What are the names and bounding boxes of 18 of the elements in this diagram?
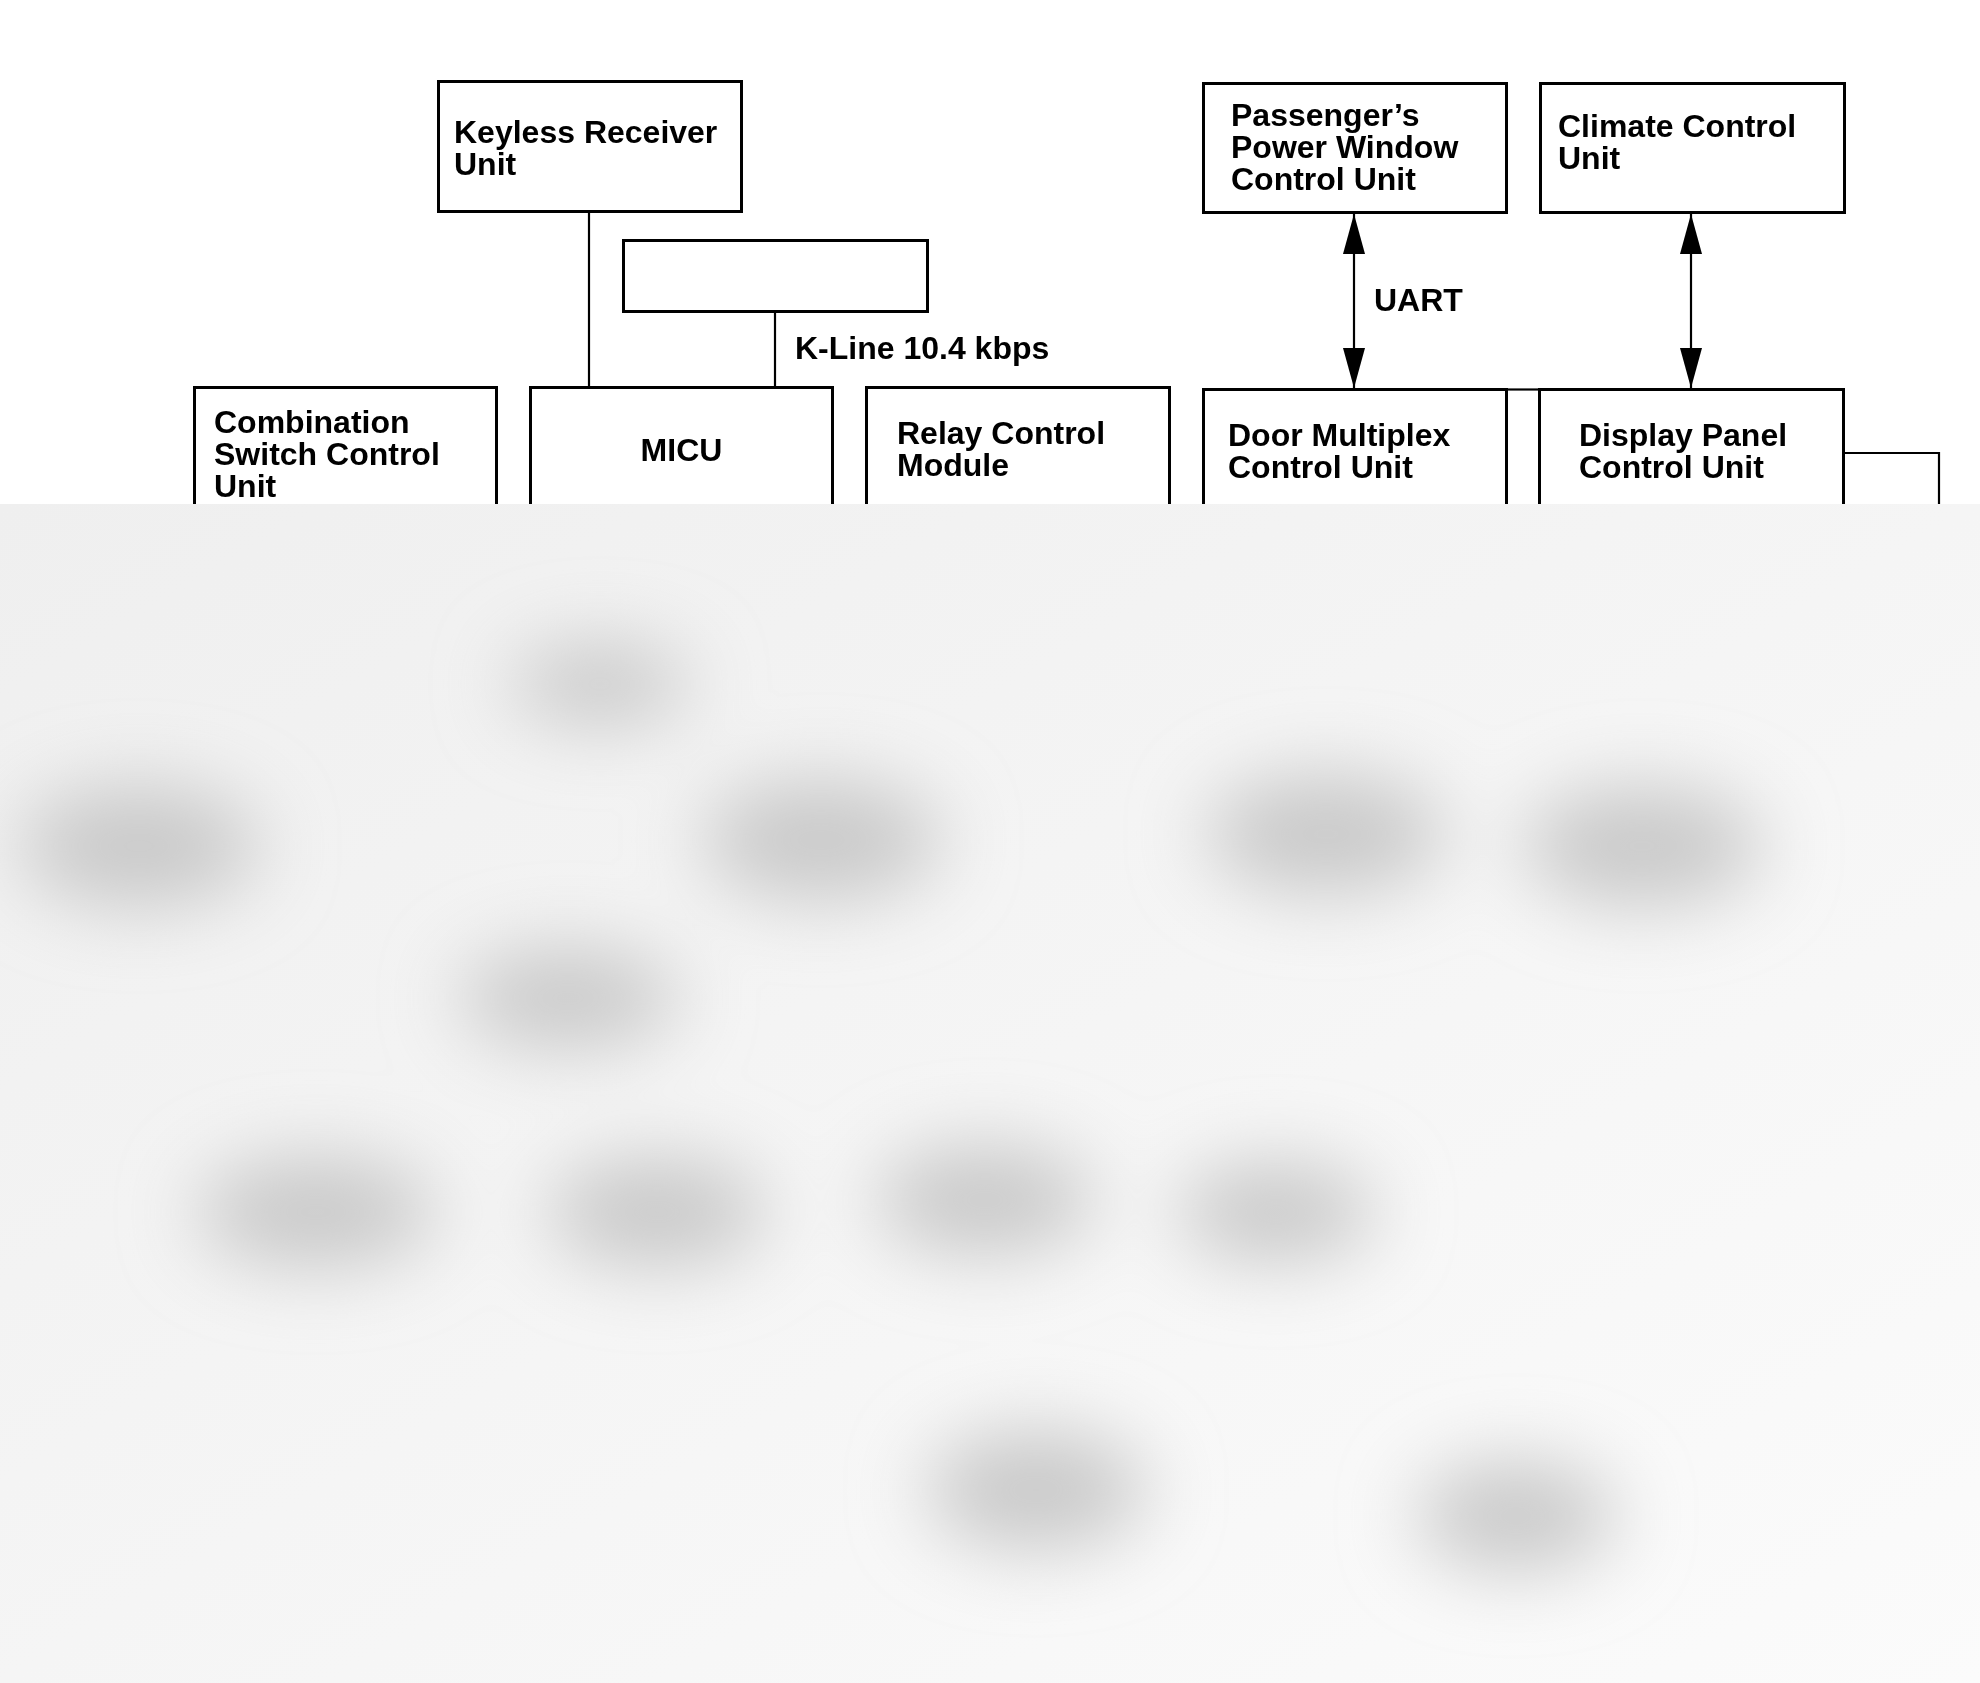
unit-label: Relay Control Module <box>897 417 1107 481</box>
unit-label: Keyless Receiver Unit <box>454 116 719 180</box>
unit-label: Combination Switch Control Unit <box>214 406 441 502</box>
unit-box <box>1539 82 1846 214</box>
unit-box <box>1202 82 1508 214</box>
connector-line <box>587 213 591 386</box>
double-headed-arrow <box>1343 214 1365 388</box>
connector-line <box>1845 451 1941 504</box>
unit-label: Passenger’s Power Window Control Unit <box>1231 99 1460 195</box>
connector-line <box>773 313 777 386</box>
connector-line <box>1508 388 1538 391</box>
unit-box <box>437 80 743 213</box>
unit-label: Door Multiplex Control Unit <box>1228 419 1452 483</box>
double-headed-arrow <box>1680 214 1702 388</box>
unit-label: Display Panel Control Unit <box>1579 419 1789 483</box>
unit-label: Climate Control Unit <box>1558 110 1798 174</box>
unit-label: MICU <box>639 434 724 466</box>
blank-box <box>622 239 929 313</box>
